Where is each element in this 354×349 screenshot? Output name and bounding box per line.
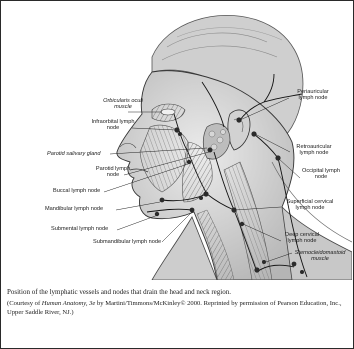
label-buccal-node: Buccal lymph node	[53, 188, 100, 194]
label-submental-node: Submental lymph node	[51, 226, 108, 232]
credit-prefix: (Courtesy of	[7, 300, 42, 307]
figure-caption: Position of the lymphatic vessels and no…	[7, 288, 347, 297]
label-superficial-cervical-node: Superficial cervical lymph node	[279, 199, 341, 212]
label-parotid-node: Parotid lymph node	[91, 166, 135, 179]
label-sternocleidomastoid: Sternocleidomastoid muscle	[290, 250, 350, 263]
label-submandibular-node: Submandibular lymph node	[93, 239, 161, 245]
label-orbicularis-oculi: Orbicularis oculi muscle	[93, 98, 153, 111]
figure-credit: (Courtesy of Human Anatomy, 3e by Martin…	[7, 300, 349, 317]
label-periauricular-node: Periauricular lymph node	[288, 89, 338, 102]
label-occipital-node: Occipital lymph node	[296, 168, 346, 181]
label-parotid-gland: Parotid salivary gland	[47, 151, 100, 157]
label-mandibular-node: Mandibular lymph node	[45, 206, 103, 212]
label-deep-cervical-node: Deep cervical lymph node	[279, 232, 325, 245]
label-retroauricular-node: Retroauricular lymph node	[289, 144, 339, 157]
credit-book-title: Human Anatomy, 3e	[42, 300, 96, 307]
label-infraorbital-node: Infraorbital lymph node	[83, 119, 143, 132]
